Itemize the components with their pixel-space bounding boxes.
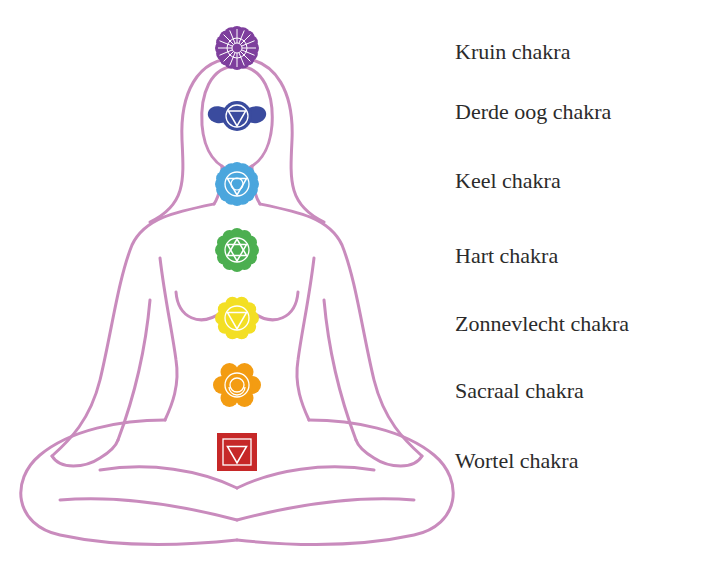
triangle bbox=[227, 239, 246, 256]
chakra-symbol-crown bbox=[215, 26, 259, 70]
chakra-ring bbox=[225, 172, 249, 196]
chakra-core bbox=[222, 33, 252, 63]
chakra-label: Wortel chakra bbox=[455, 448, 578, 474]
chakra-label: Derde oog chakra bbox=[455, 99, 611, 125]
root-square bbox=[217, 433, 257, 471]
chakra-ring bbox=[230, 378, 244, 392]
root-inner-square bbox=[223, 439, 251, 465]
arm-outer bbox=[52, 204, 214, 456]
leg-outer bbox=[21, 420, 237, 544]
chakra-symbol-sacral bbox=[213, 363, 261, 407]
chakra-core bbox=[221, 369, 253, 401]
chakra-label: Kruin chakra bbox=[455, 39, 570, 65]
chakra-core bbox=[222, 101, 252, 131]
petal-line bbox=[242, 48, 256, 49]
triangle bbox=[228, 111, 245, 126]
petal-line bbox=[237, 53, 238, 67]
chakra-symbol-heart bbox=[215, 228, 259, 272]
chakra-ring bbox=[225, 306, 249, 330]
chakra-symbol-eye bbox=[208, 101, 266, 131]
petal-line bbox=[242, 41, 255, 46]
triangle bbox=[227, 179, 246, 196]
chakra-ring bbox=[227, 38, 247, 58]
crescent bbox=[229, 387, 245, 395]
chakra-ring bbox=[232, 43, 242, 53]
petal-line bbox=[218, 48, 232, 49]
body-outline bbox=[21, 58, 237, 544]
arm-inner bbox=[118, 300, 150, 440]
petal-line bbox=[239, 53, 244, 66]
chakra-core bbox=[221, 302, 253, 334]
chakra-label: Hart chakra bbox=[455, 243, 558, 269]
hair-line bbox=[150, 58, 237, 222]
chakra-symbol-throat bbox=[215, 162, 259, 206]
petal-line bbox=[219, 50, 232, 55]
breast-line bbox=[176, 292, 222, 320]
chakra-label: Sacraal chakra bbox=[455, 378, 584, 404]
chakra-core bbox=[221, 234, 253, 266]
triangle bbox=[227, 245, 246, 262]
chakra-symbol-root bbox=[217, 433, 257, 471]
petal-line bbox=[237, 29, 238, 43]
chakra-ring bbox=[226, 105, 248, 127]
chakra-label: Zonnevlecht chakra bbox=[455, 311, 629, 337]
petal-line bbox=[230, 30, 235, 43]
hand-line bbox=[52, 440, 118, 466]
triangle bbox=[227, 447, 246, 464]
chakra-symbol-solar bbox=[215, 297, 259, 340]
chakra-ring bbox=[225, 373, 249, 397]
chakra-core bbox=[221, 168, 253, 200]
triangle bbox=[227, 313, 246, 330]
torso-line bbox=[160, 258, 177, 420]
chakra-label: Keel chakra bbox=[455, 168, 561, 194]
leg-cross bbox=[60, 499, 237, 520]
leg-inner bbox=[100, 467, 237, 488]
chakra-ring bbox=[225, 238, 249, 262]
